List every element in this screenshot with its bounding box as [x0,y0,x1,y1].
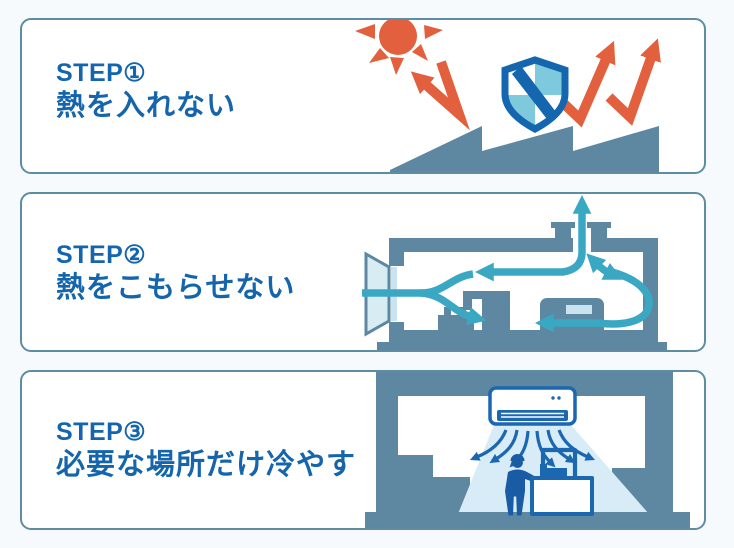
step2-illustration [362,195,667,350]
shield-icon [501,56,569,133]
ventilation-airflow-arrows [362,195,653,333]
step1-panel: STEP① 熱を入れない [20,18,706,174]
pillar-left [376,396,398,528]
machine-icon [530,447,594,516]
factory-floor [365,512,690,528]
air-conditioner-icon [488,386,577,426]
step2-text-block: STEP② 熱をこもらせない [56,241,296,304]
sun-icon [355,20,443,75]
pillar-right [645,396,673,528]
airflow-ceiling-and-vent-arrow [475,195,592,282]
heat-arrow-right-icon [556,40,616,128]
equipment-silhouette-left-tall [398,455,433,516]
airflow-exchange-double-arrow [586,253,623,280]
airflow-branch-up [420,270,474,297]
step2-label: STEP② [56,241,147,269]
step3-title: 必要な場所だけ冷やす [56,448,357,481]
airflow-circulation-arrow [535,268,653,333]
heat-arrow-right-2-icon [605,38,661,126]
step1-title: 熱を入れない [56,89,237,122]
step1-text-block: STEP① 熱を入れない [56,59,237,122]
airflow-branch-down-arrow [420,289,487,326]
step3-label: STEP③ [56,418,147,446]
worker-icon [505,454,537,516]
step2-title: 熱をこもらせない [56,271,296,304]
step2-panel: STEP② 熱をこもらせない [20,192,706,352]
step1-label: STEP① [56,59,147,87]
step3-panel: STEP③ 必要な場所だけ冷やす [20,370,706,530]
step3-illustration [365,372,690,528]
step1-illustration [355,20,661,172]
cool-air-arrows [469,429,596,468]
factory-roofline-silhouette [390,126,659,172]
step3-text-block: STEP③ 必要な場所だけ冷やす [56,418,357,481]
heat-arrow-left-icon [410,60,470,131]
